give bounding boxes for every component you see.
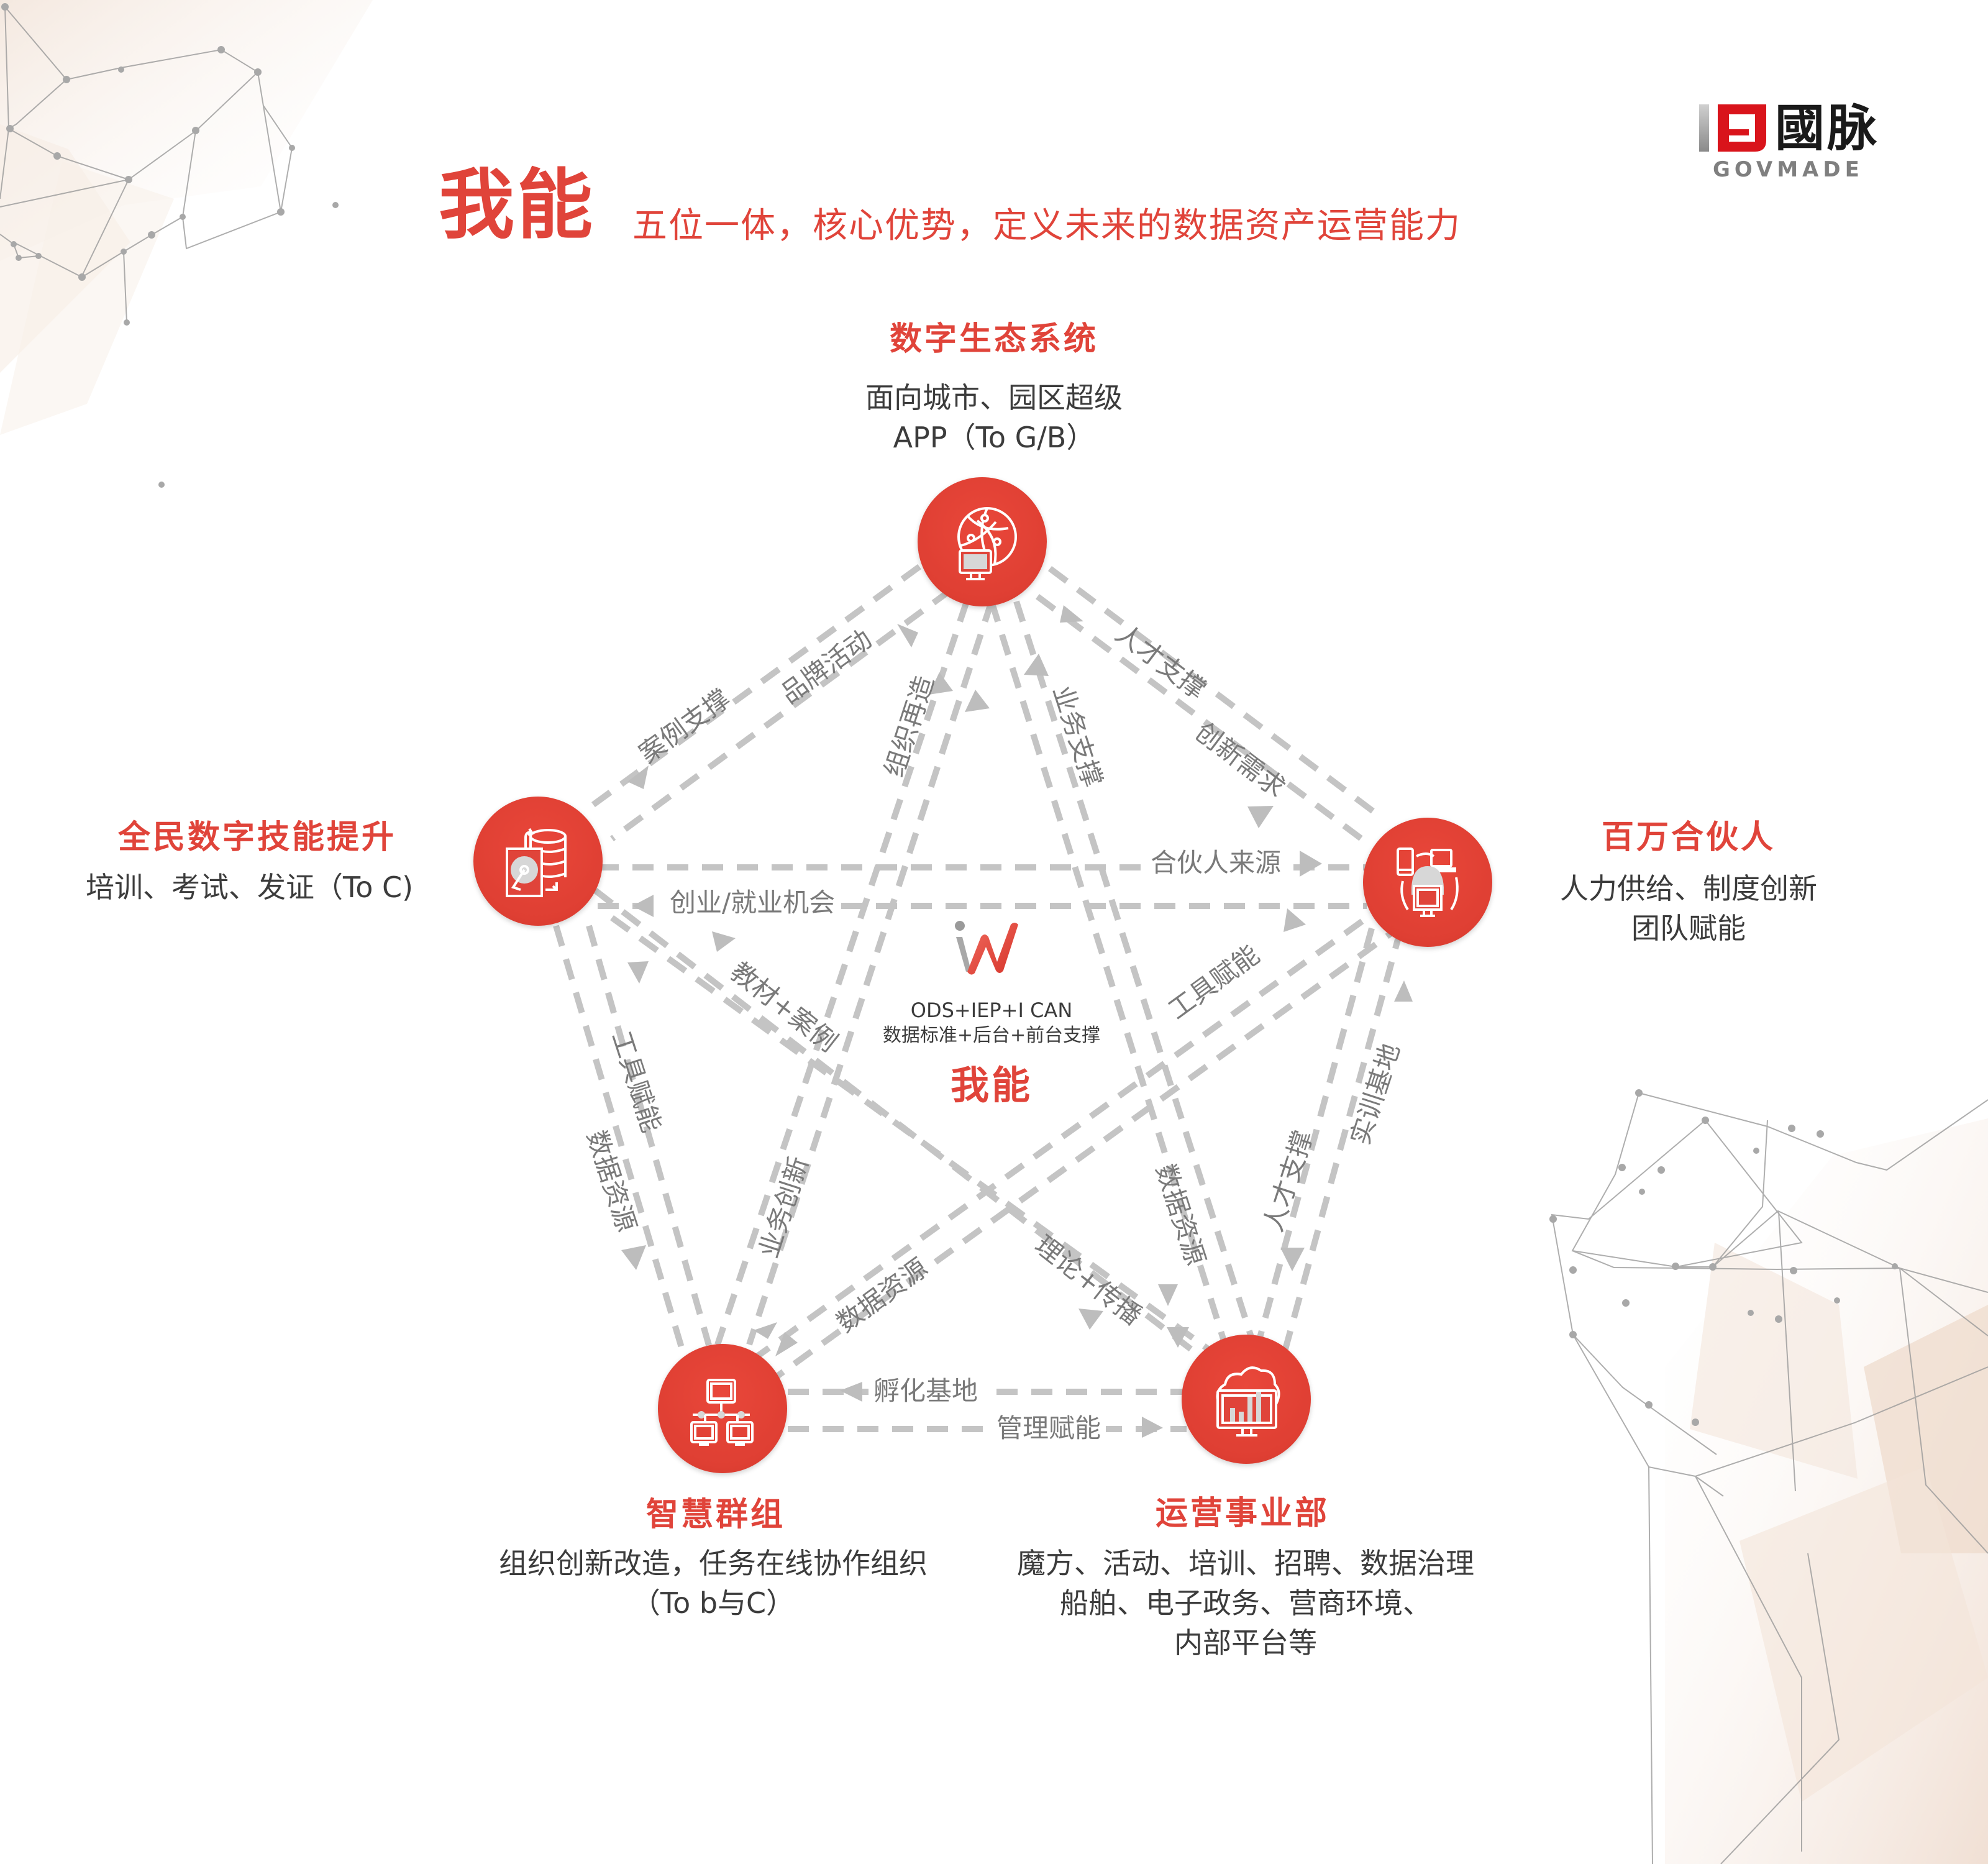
node-left-desc: 培训、考试、发证（To C) [86, 870, 414, 904]
node-bottom-left-title: 智慧群组 [645, 1496, 786, 1533]
node-top-desc-line-1: 面向城市、园区超级 [865, 381, 1123, 414]
node-right-desc: 人力供给、制度创新 团队赋能 [1560, 869, 1817, 948]
node-left-title: 全民数字技能提升 [118, 818, 397, 856]
iw-logo-icon [955, 921, 1018, 975]
page-subtitle: 五位一体，核心优势，定义未来的数据资产运营能力 [632, 206, 1461, 246]
logo-bar [1699, 104, 1709, 152]
arrowheads [621, 605, 1413, 1438]
core-platform-text: ODS+IEP+I CAN [910, 998, 1073, 1022]
node-bottom-right-title: 运营事业部 [1155, 1494, 1330, 1532]
cloud-chart-monitor-icon [1216, 1366, 1280, 1437]
node-bottom-right-desc: 魔方、活动、培训、招聘、数据治理 船舶、电子政务、营商环境、 内部平台等 [1017, 1543, 1474, 1663]
node-top-title: 数字生态系统 [889, 320, 1099, 358]
edge-label-left-right-2: 创业/就业机会 [663, 890, 842, 916]
node-bottom-right-desc-line-3: 内部平台等 [1174, 1626, 1317, 1660]
edge-label-bottom-1: 孵化基地 [869, 1378, 983, 1404]
logo-english-text: GOVMADE [1713, 157, 1864, 182]
node-right-desc-line-2: 团队赋能 [1631, 911, 1746, 945]
node-bottom-left-desc-line-1: 组织创新改造，任务在线协作组织 [499, 1546, 928, 1580]
node-top-circle[interactable] [918, 477, 1047, 606]
globe-monitor-icon [957, 507, 1017, 580]
node-bottom-right-desc-line-1: 魔方、活动、培训、招聘、数据治理 [1017, 1546, 1474, 1580]
node-right-circle[interactable] [1363, 818, 1492, 947]
node-bottom-right-desc-line-2: 船舶、电子政务、营商环境、 [1060, 1586, 1431, 1620]
network-computers-icon [690, 1379, 754, 1446]
page-title: 我能 [439, 160, 595, 249]
node-top-desc: 面向城市、园区超级 APP（To G/B） [865, 378, 1123, 457]
govmade-logo-mark-icon [1718, 104, 1766, 152]
node-bottom-left-circle[interactable] [658, 1344, 787, 1473]
node-left-circle[interactable] [473, 797, 603, 926]
database-disk-icon [506, 828, 567, 897]
node-bottom-right-circle[interactable] [1182, 1335, 1311, 1464]
node-bottom-left-desc: 组织创新改造，任务在线协作组织 （To b与C） [499, 1543, 928, 1623]
devices-person-icon [1397, 847, 1459, 917]
node-right-desc-line-1: 人力供给、制度创新 [1560, 872, 1817, 905]
node-right-title: 百万合伙人 [1601, 818, 1776, 856]
edge-label-bottom-2: 管理赋能 [992, 1415, 1106, 1441]
node-bottom-left-desc-line-2: （To b与C） [631, 1586, 795, 1620]
edge-label-left-right-1: 合伙人来源 [1144, 850, 1288, 876]
govmade-logo: 國脉 GOVMADE [1699, 99, 1910, 186]
polygon-decoration-top-left [0, 0, 373, 488]
logo-chinese-text: 國脉 [1775, 99, 1879, 157]
node-top-desc-line-2: APP（To G/B） [893, 421, 1095, 454]
core-title: 我能 [950, 1062, 1033, 1108]
polygon-decoration-bottom-right [1549, 1089, 1988, 1864]
core-support-text: 数据标准+后台+前台支撑 [882, 1025, 1101, 1046]
